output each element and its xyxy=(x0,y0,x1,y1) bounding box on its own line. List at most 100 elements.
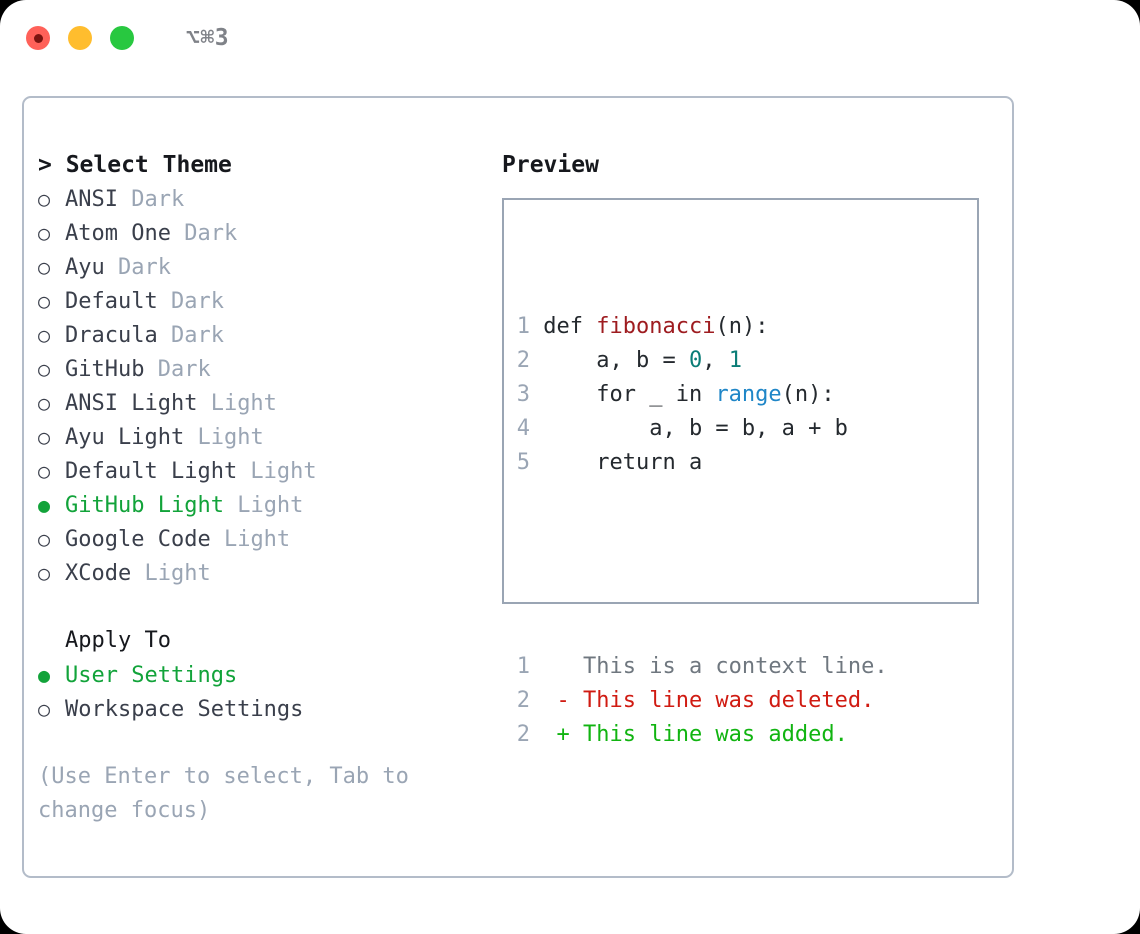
diff-line-text: + This line was added. xyxy=(530,722,848,747)
radio-unselected-icon: ○ xyxy=(38,697,51,721)
code-line: 1 def fibonacci(n): xyxy=(516,310,888,344)
theme-variant-tag: Light xyxy=(197,391,277,416)
theme-variant-tag: Dark xyxy=(117,187,185,212)
theme-option-label: XCode xyxy=(65,561,132,586)
close-button-icon[interactable] xyxy=(26,26,50,50)
code-line: 2 a, b = 0, 1 xyxy=(516,344,888,378)
radio-unselected-icon: ○ xyxy=(38,425,51,449)
line-number: 2 xyxy=(516,348,530,373)
theme-variant-tag: Dark xyxy=(144,357,211,382)
theme-option-xcode[interactable]: ○ XCode Light xyxy=(38,556,498,590)
theme-option-default-light[interactable]: ○ Default Light Light xyxy=(38,454,498,488)
theme-list[interactable]: ○ ANSI Dark ○ Atom One Dark ○ Ayu Dark ○ Defaul… xyxy=(38,182,498,590)
theme-option-ansi[interactable]: ○ ANSI Dark xyxy=(38,182,498,216)
code-token-plain: , xyxy=(702,348,729,373)
radio-unselected-icon: ○ xyxy=(38,289,51,313)
code-line: 5 return a xyxy=(516,446,888,480)
theme-option-label: GitHub Light xyxy=(65,493,224,518)
theme-variant-tag: Dark xyxy=(157,289,224,314)
theme-option-github[interactable]: ○GitHub Dark xyxy=(38,352,498,386)
theme-option-ayu[interactable]: ○ Ayu Dark xyxy=(38,250,498,284)
theme-variant-tag: Light xyxy=(210,527,291,552)
theme-option-atom-one[interactable]: ○ Atom One Dark xyxy=(38,216,498,250)
radio-unselected-icon: ○ xyxy=(38,187,51,211)
theme-option-label: Google Code xyxy=(65,527,211,552)
apply-to-option-user-settings[interactable]: ● User Settings xyxy=(38,658,498,692)
code-token-plain: for _ in xyxy=(530,382,716,407)
theme-variant-tag: Light xyxy=(131,561,211,586)
theme-option-label: Default xyxy=(65,289,158,314)
line-number: 2 xyxy=(516,722,530,747)
radio-unselected-icon: ○ xyxy=(38,255,51,279)
line-number: 1 xyxy=(516,654,530,679)
diff-line-del: 2 - This line was deleted. xyxy=(516,684,888,718)
radio-unselected-icon: ○ xyxy=(38,391,51,415)
maximize-button-icon[interactable] xyxy=(110,26,134,50)
apply-to-option-label: User Settings xyxy=(65,663,238,688)
diff-line-ctx: 1 This is a context line. xyxy=(516,650,888,684)
preview-title: Preview xyxy=(502,152,599,178)
theme-variant-tag: Dark xyxy=(170,221,238,246)
diff-line-text: This is a context line. xyxy=(530,654,888,679)
theme-option-google-code[interactable]: ○Google Code Light xyxy=(38,522,498,556)
theme-selector-pane: > Select Theme ○ANSI Dark○Atom One Dark○… xyxy=(38,148,498,828)
line-number: 4 xyxy=(516,416,530,441)
code-token-num: 1 xyxy=(728,348,742,373)
line-number: 5 xyxy=(516,450,530,475)
code-token-plain: a, b = xyxy=(530,348,689,373)
apply-to-option-label: Workspace Settings xyxy=(65,697,304,722)
code-token-call: range xyxy=(715,382,782,407)
theme-option-github-light[interactable]: ● GitHub Light Light xyxy=(38,488,498,522)
apply-to-list[interactable]: ● User Settings ○ Workspace Settings xyxy=(38,658,498,726)
radio-unselected-icon: ○ xyxy=(38,357,51,381)
code-blank-line xyxy=(516,548,888,582)
diff-line-add: 2 + This line was added. xyxy=(516,718,888,752)
window-controls xyxy=(26,26,134,50)
theme-variant-tag: Dark xyxy=(157,323,224,348)
radio-selected-icon: ● xyxy=(38,663,51,687)
theme-option-label: ANSI xyxy=(65,187,118,212)
diff-line-text: - This line was deleted. xyxy=(530,688,875,713)
code-line: 3 for _ in range(n): xyxy=(516,378,888,412)
code-token-num: 0 xyxy=(688,348,703,373)
theme-variant-tag: Light xyxy=(237,459,317,484)
code-token-plain: (n): xyxy=(715,314,769,339)
keyboard-shortcut-label: ⌥⌘3 xyxy=(186,24,230,51)
theme-option-ansi-light[interactable]: ○ ANSI Light Light xyxy=(38,386,498,420)
line-number: 3 xyxy=(516,382,530,407)
minimize-button-icon[interactable] xyxy=(68,26,92,50)
apply-to-option-workspace-settings[interactable]: ○ Workspace Settings xyxy=(38,692,498,726)
preview-pane: Preview 1 def fibonacci(n):2 a, b = 0, 1… xyxy=(502,148,1002,747)
theme-variant-tag: Light xyxy=(223,493,304,518)
theme-option-label: Dracula xyxy=(65,323,158,348)
theme-variant-tag: Light xyxy=(184,425,264,450)
code-token-plain: return a xyxy=(530,450,703,475)
radio-unselected-icon: ○ xyxy=(38,561,51,585)
radio-unselected-icon: ○ xyxy=(38,323,51,347)
content-card: > Select Theme ○ANSI Dark○Atom One Dark○… xyxy=(22,96,1014,878)
theme-option-dracula[interactable]: ○ Dracula Dark xyxy=(38,318,498,352)
radio-selected-icon: ● xyxy=(38,493,51,517)
radio-unselected-icon: ○ xyxy=(38,221,51,245)
theme-option-label: Ayu xyxy=(65,255,105,280)
line-number: 1 xyxy=(516,314,530,339)
close-dot-icon xyxy=(33,33,43,43)
radio-unselected-icon: ○ xyxy=(38,459,51,483)
theme-option-ayu-light[interactable]: ○ Ayu Light Light xyxy=(38,420,498,454)
diff-lines: 1 This is a context line.2 - This line w… xyxy=(516,650,888,752)
theme-variant-tag: Dark xyxy=(104,255,171,280)
keyboard-hint-text: (Use Enter to select, Tab to change focu… xyxy=(38,764,409,823)
theme-option-label: Default Light xyxy=(65,459,238,484)
theme-option-label: ANSI Light xyxy=(65,391,198,416)
theme-option-label: Ayu Light xyxy=(65,425,185,450)
select-theme-title: > Select Theme xyxy=(38,152,232,178)
code-token-fn: fibonacci xyxy=(596,314,716,339)
code-token-kw: def xyxy=(530,314,597,339)
theme-option-label: Atom One xyxy=(65,221,171,246)
line-number: 2 xyxy=(516,688,530,713)
theme-option-default[interactable]: ○ Default Dark xyxy=(38,284,498,318)
